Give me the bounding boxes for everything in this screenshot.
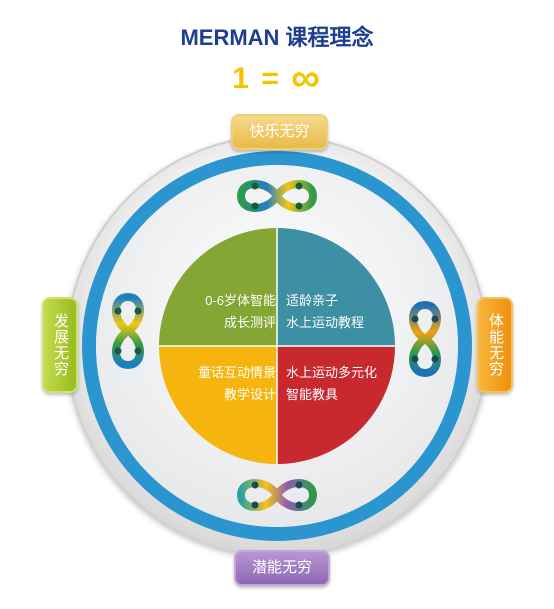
- quadrant-bottom-right-line2: 智能教具: [286, 387, 339, 402]
- quadrant-top-right: [277, 228, 395, 346]
- infinity-icon-left: [112, 293, 144, 369]
- infinity-icon-top: [237, 180, 317, 212]
- tag-left: 发展无穷: [42, 297, 78, 393]
- quadrant-bottom-right-line1: 水上运动多元化: [286, 365, 378, 380]
- blue-ring: [82, 151, 472, 541]
- quadrant-top-left-line1: 0-6岁体智能: [205, 293, 276, 308]
- tag-left-label: 发展无穷: [52, 313, 69, 377]
- infinity-icon-right: [409, 301, 441, 377]
- tag-right-label: 体能无穷: [487, 313, 504, 377]
- tag-bottom: 潜能无穷: [234, 550, 330, 586]
- equation-left: 1 =: [232, 62, 281, 95]
- quadrant-bottom-left-line2: 教学设计: [223, 387, 276, 402]
- quadrant-text-bottom-left: 童话互动情景 教学设计: [176, 362, 276, 406]
- quadrant-text-top-left: 0-6岁体智能 成长测评: [176, 290, 276, 334]
- quadrant-top-left: [159, 228, 277, 346]
- quadrant-text-top-right: 适龄亲子 水上运动教程: [286, 290, 396, 334]
- infinity-symbol: ∞: [291, 56, 322, 100]
- infinity-icon-bottom: [237, 479, 317, 511]
- tag-top: 快乐无穷: [231, 114, 328, 150]
- quadrant-top-right-line1: 适龄亲子: [286, 293, 339, 308]
- page-title: MERMAN 课程理念: [180, 25, 374, 50]
- tag-right: 体能无穷: [477, 297, 513, 393]
- quadrant-text-bottom-right: 水上运动多元化 智能教具: [286, 362, 396, 406]
- quadrant-bottom-left-line1: 童话互动情景: [197, 365, 276, 380]
- equation: 1 = ∞: [0, 56, 554, 101]
- quadrant-top-right-line2: 水上运动教程: [286, 315, 365, 330]
- quadrant-top-left-line2: 成长测评: [223, 315, 276, 330]
- quadrant-bottom-left: [159, 346, 277, 464]
- quadrant-bottom-right: [277, 346, 395, 464]
